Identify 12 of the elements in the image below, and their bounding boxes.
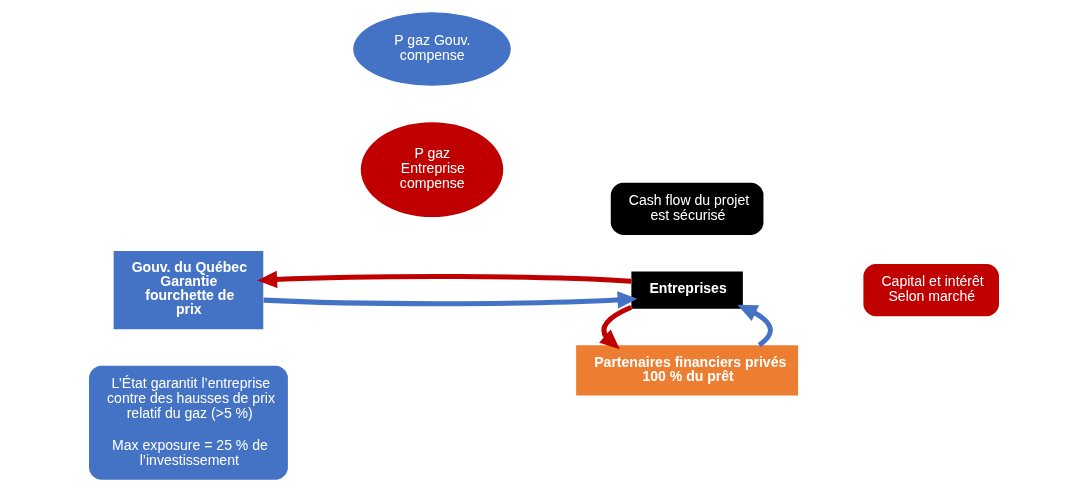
node-box: L’État garantit l’entreprise contre des hausses de prix relatif du gaz (>5 %) Max exposure = 25 % de l’investissement bbox=[88, 365, 288, 480]
arrow bbox=[736, 304, 773, 348]
arrow bbox=[262, 291, 637, 309]
node-box: Partenaires financiers privés 100 % du prêt bbox=[575, 345, 798, 396]
arrow bbox=[598, 305, 632, 350]
node-box: Entreprises bbox=[630, 271, 743, 309]
arrow bbox=[256, 270, 631, 289]
node-box: Cash flow du projet est sécurisé bbox=[610, 182, 763, 235]
node-box: Capital et intérêt Selon marché bbox=[862, 264, 999, 317]
node-ellipse: P gaz Entreprise compense bbox=[360, 122, 503, 218]
node-ellipse: P gaz Gouv. compense bbox=[352, 12, 511, 86]
node-box: Gouv. du Québec Garantie fourchette de prix bbox=[113, 250, 263, 330]
